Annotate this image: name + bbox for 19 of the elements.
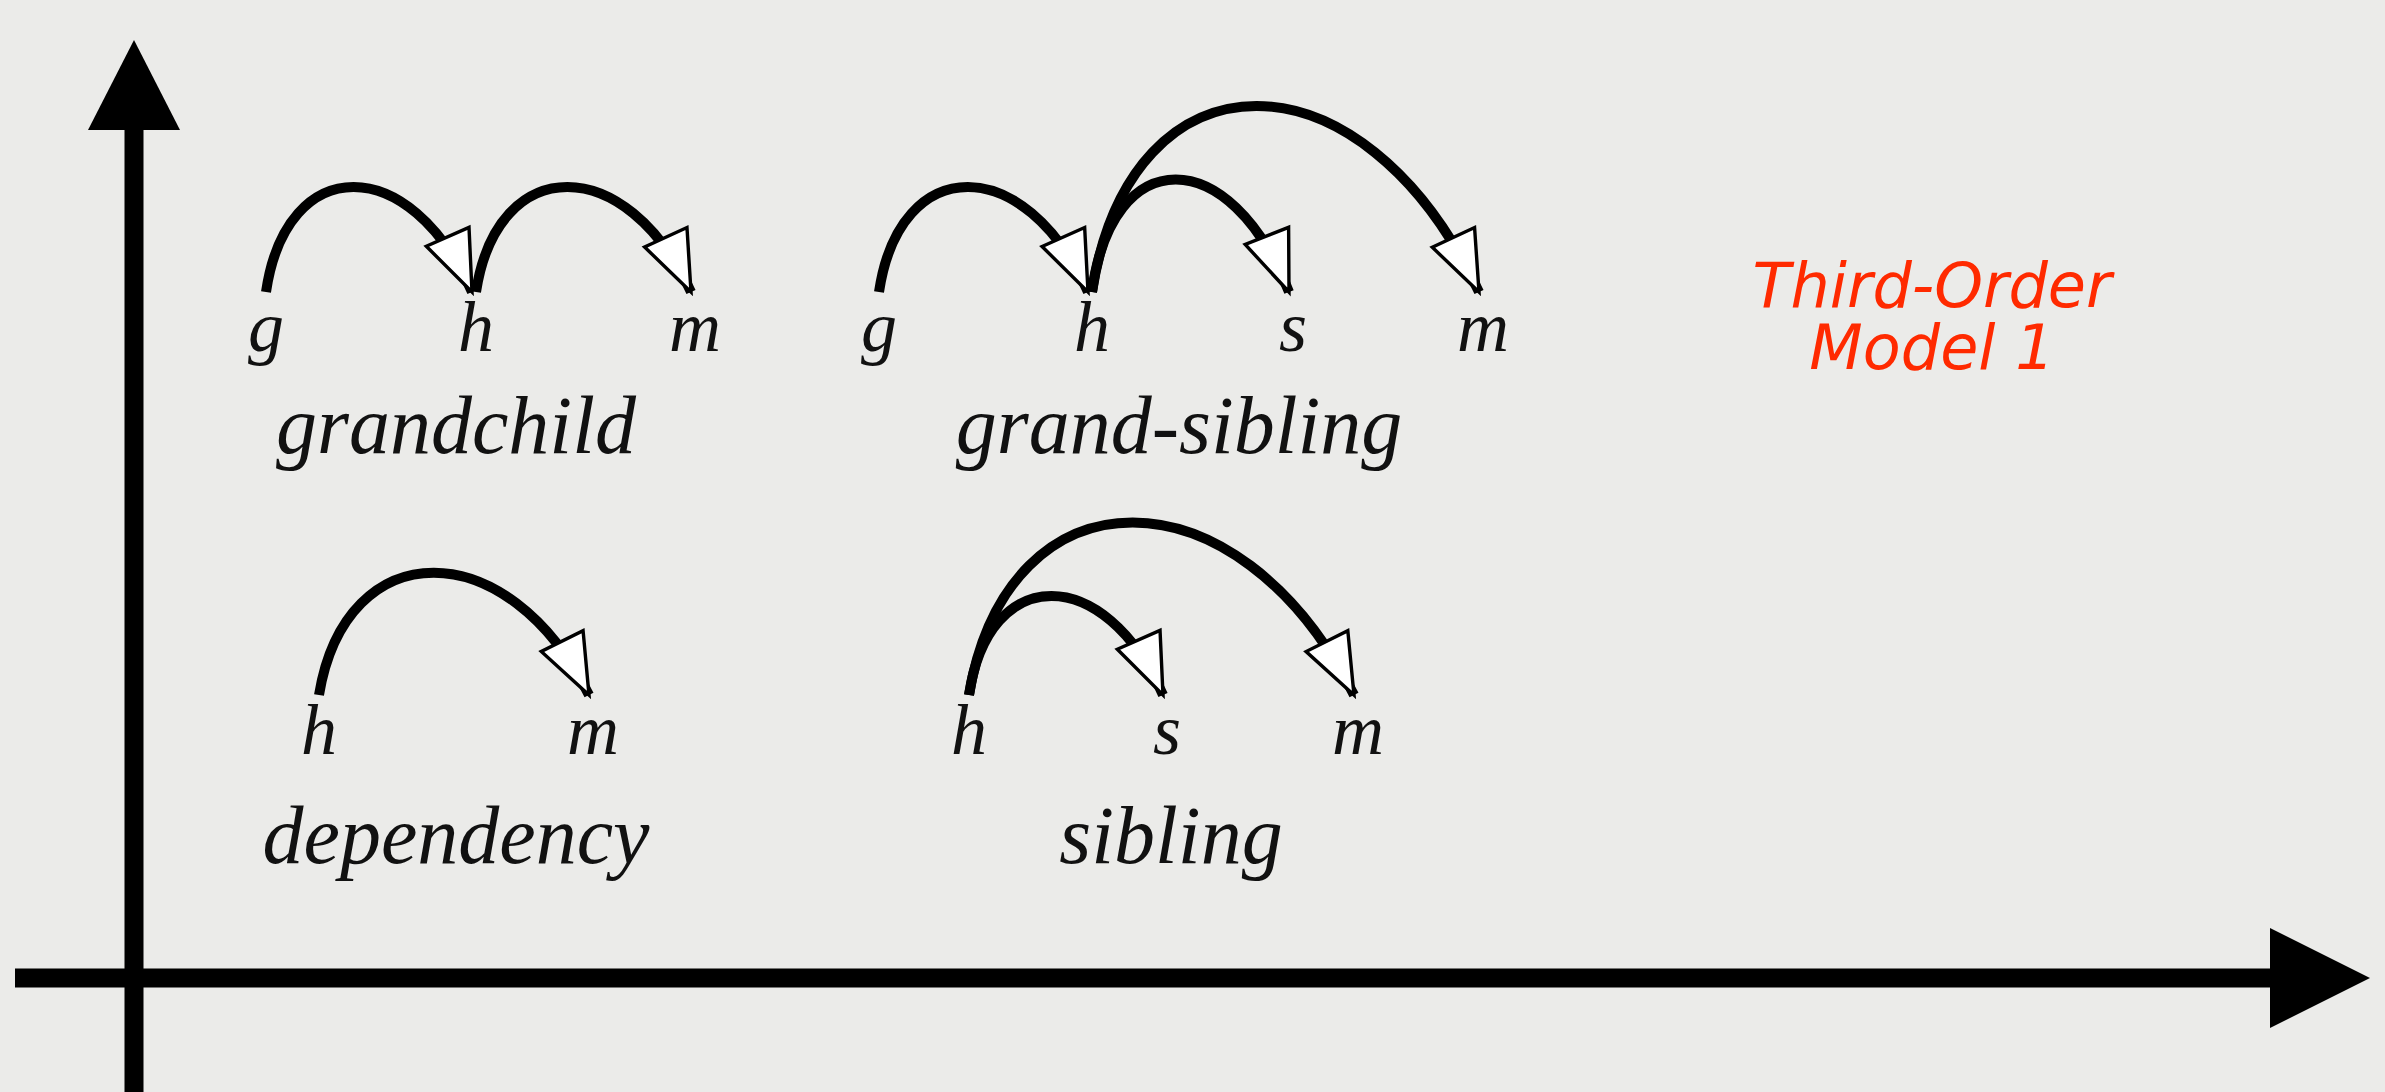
arc-arrow <box>964 591 1168 698</box>
arc-arrow <box>314 568 594 698</box>
word-symbol: h <box>1060 292 1124 362</box>
title-text: Third-Order Model 1 <box>1722 255 2142 379</box>
arc-arrow <box>964 517 1359 698</box>
word-symbol: s <box>1261 292 1325 362</box>
arc-arrow <box>874 182 1093 295</box>
word-symbol: h <box>287 695 351 765</box>
word-symbol: m <box>1451 292 1515 362</box>
arc-arrow <box>261 182 477 295</box>
word-symbol: h <box>444 292 508 362</box>
word-symbol: m <box>1326 695 1390 765</box>
word-symbol: m <box>561 695 625 765</box>
word-symbol: h <box>937 695 1001 765</box>
arc-arrow <box>1087 174 1294 295</box>
word-symbol: m <box>663 292 727 362</box>
arc-arrow <box>1087 101 1484 295</box>
arc-arrow <box>471 182 696 295</box>
word-symbol: s <box>1135 695 1199 765</box>
